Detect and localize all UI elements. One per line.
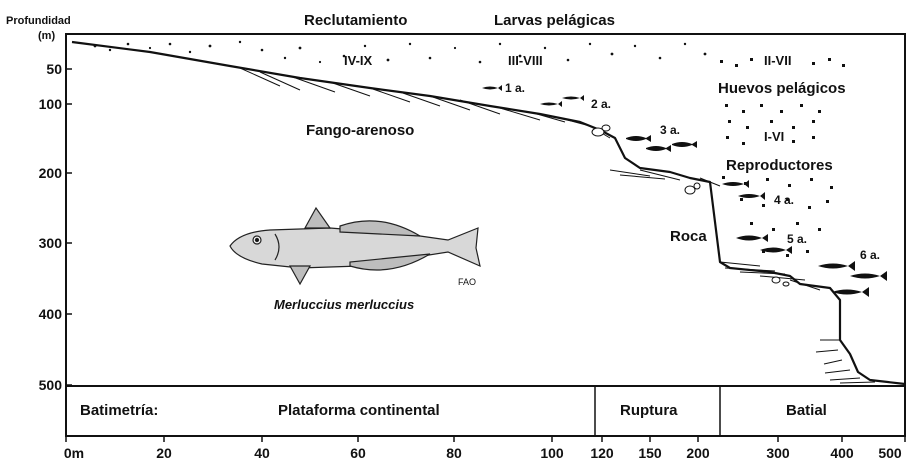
y-axis-title: Profundidad	[6, 15, 71, 27]
seabed-profile	[71, 40, 906, 386]
x-tick-label: 100	[540, 445, 564, 461]
shelf-break-label: Ruptura	[620, 402, 678, 419]
x-tick-label: 200	[686, 445, 710, 461]
x-tick-marks	[65, 436, 906, 442]
rocks	[591, 124, 790, 287]
spawn-months-label: I-VI	[764, 129, 785, 144]
y-tick-label: 300	[38, 235, 62, 251]
seabed-hatching	[239, 67, 876, 384]
x-tick-label: 300	[766, 445, 790, 461]
x-tick-label: 500	[878, 445, 902, 461]
bathymetry-label: Batimetría:	[80, 402, 159, 419]
age-label: 6 a.	[860, 248, 881, 262]
x-tick-label: 400	[830, 445, 854, 461]
y-tick-label: 50	[46, 61, 62, 77]
y-tick-label: 100	[38, 96, 62, 112]
age-label: 5 a.	[787, 232, 808, 246]
recruit-months-label: IV-IX	[344, 53, 373, 68]
rock-label: Roca	[670, 228, 707, 245]
age-label: 3 a.	[660, 123, 681, 137]
age-label: 1 a.	[505, 81, 526, 95]
y-tick-label: 200	[38, 165, 62, 181]
x-tick-label: 80	[446, 445, 462, 461]
recruitment-label: Reclutamiento	[304, 12, 408, 29]
y-axis-unit: (m)	[38, 30, 56, 42]
pelagic-larvae-speckles	[93, 40, 707, 64]
x-tick-label: 0m	[63, 445, 85, 461]
pelagic-larvae-label: Larvas pelágicas	[494, 12, 615, 29]
y-tick-label: 400	[38, 306, 62, 322]
eggs-months-top-label: II-VII	[764, 53, 792, 68]
hake-illustration	[229, 206, 481, 286]
x-tick-label: 60	[350, 445, 366, 461]
age-label: 2 a.	[591, 97, 612, 111]
spawners-label: Reproductores	[726, 157, 833, 174]
x-tick-label: 40	[254, 445, 270, 461]
continental-shelf-label: Plataforma continental	[278, 402, 440, 419]
diagram-frame	[65, 33, 906, 437]
pelagic-eggs-label: Huevos pelágicos	[718, 80, 846, 97]
larvae-months-label: III-VIII	[508, 53, 543, 68]
sandy-mud-label: Fango-arenoso	[306, 122, 415, 139]
x-tick-label: 20	[156, 445, 172, 461]
image-credit: FAO	[458, 277, 477, 287]
bathyal-label: Batial	[786, 402, 827, 419]
x-tick-label: 120	[590, 445, 614, 461]
age-label: 4 a.	[774, 193, 795, 207]
age-fish-icons	[482, 85, 887, 297]
x-tick-label: 150	[638, 445, 662, 461]
species-name: Merluccius merluccius	[274, 297, 415, 312]
y-tick-label: 500	[38, 377, 62, 393]
y-tick-marks	[66, 68, 72, 386]
